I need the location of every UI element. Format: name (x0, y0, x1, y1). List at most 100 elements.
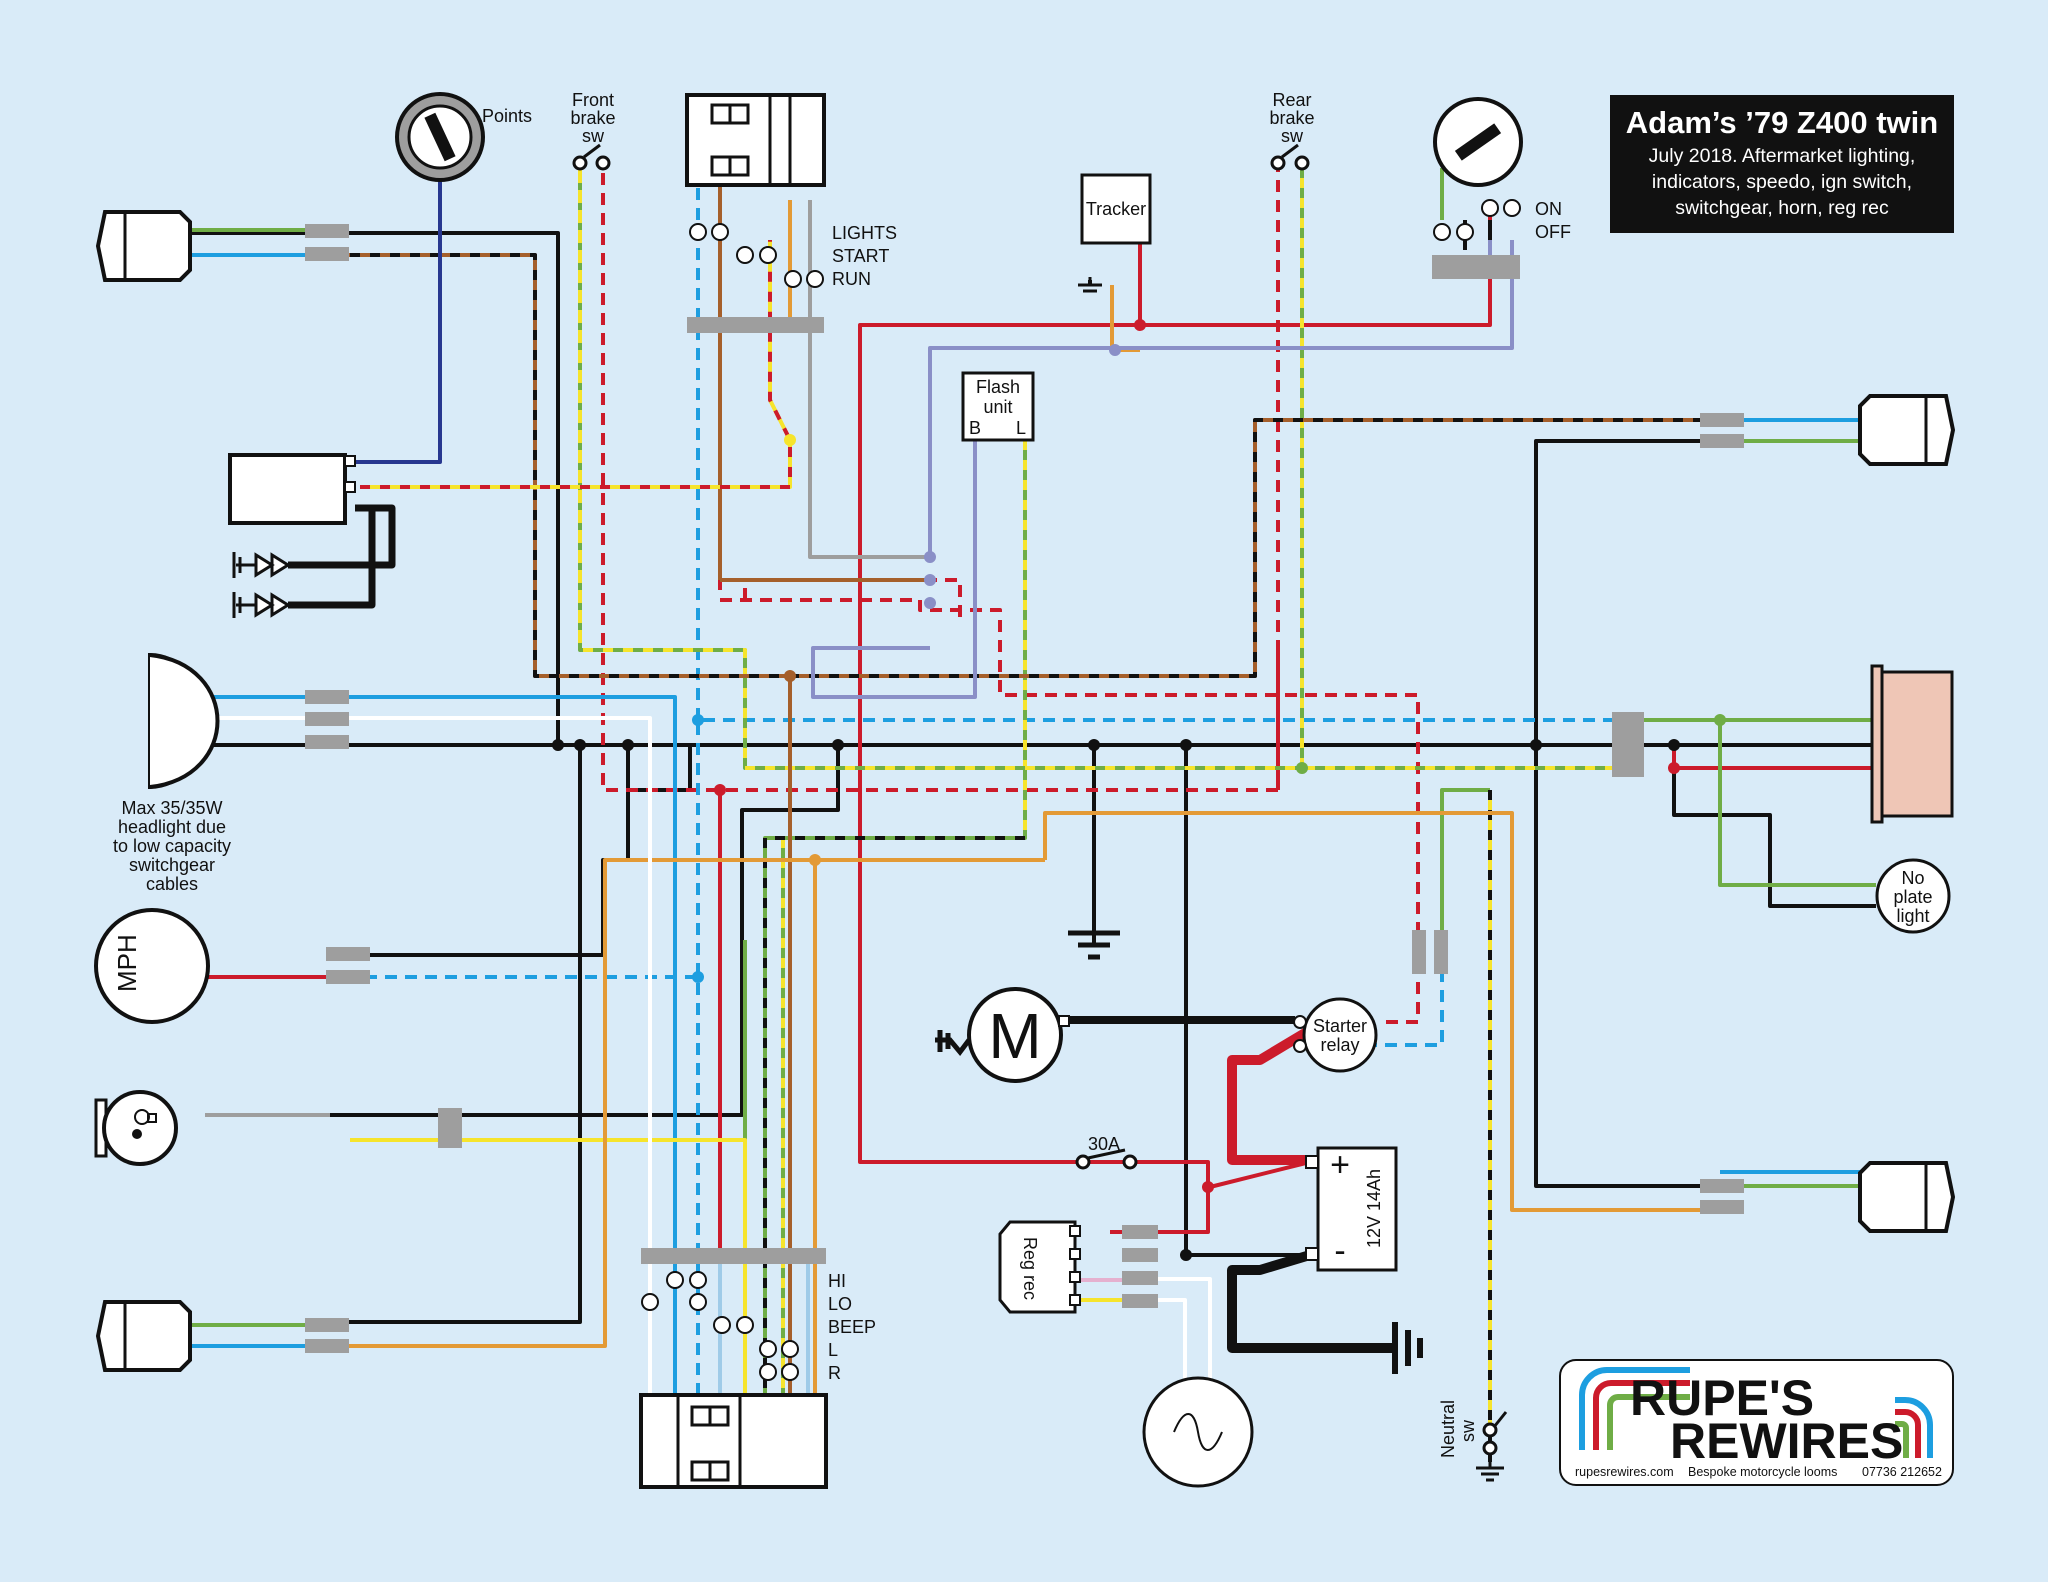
speedometer-label: MPH (112, 934, 142, 992)
neutral-label-sw: sw (1458, 1419, 1478, 1442)
title-line-2: indicators, speedo, ign switch, (1652, 171, 1912, 193)
hi-position: HI (828, 1271, 846, 1291)
headlight-note-line2: headlight due (118, 817, 226, 837)
connector (1122, 1225, 1158, 1239)
headlight-note-line3: to low capacity (113, 836, 231, 856)
rear-brake-switch (1270, 143, 1310, 171)
connector (1700, 413, 1744, 427)
front-brake-label-3: sw (582, 126, 605, 146)
starter-relay-label-1: Starter (1313, 1016, 1367, 1036)
connector (1612, 712, 1644, 777)
junction-dot (1202, 1181, 1214, 1193)
junction-dot (784, 670, 796, 682)
front-brake-label-1: Front (572, 90, 614, 110)
junction-dot (552, 739, 564, 751)
connector (1700, 434, 1744, 448)
main-fuse (1075, 1148, 1138, 1170)
junction-dot (692, 971, 704, 983)
neutral-switch (1482, 1411, 1508, 1456)
battery-minus: - (1334, 1232, 1345, 1270)
ground-icon (1476, 1454, 1504, 1482)
headlight-note-line5: cables (146, 874, 198, 894)
regulator-rectifier (998, 1220, 1081, 1314)
left-switchgear-clamp (641, 1248, 826, 1264)
rear-brake-label-3: sw (1281, 126, 1304, 146)
logo-phone: 07736 212652 (1862, 1465, 1942, 1479)
junction-dot (1134, 319, 1146, 331)
left-indicator-position: L (828, 1340, 838, 1360)
left-switchgear (639, 1393, 828, 1489)
connector (1434, 930, 1448, 974)
fuse-label: 30A (1088, 1134, 1120, 1154)
headlight-note-line1: Max 35/35W (121, 798, 222, 818)
connector (1700, 1179, 1744, 1193)
junction-dot (784, 434, 796, 446)
battery-plus: + (1330, 1146, 1350, 1184)
ignition-coil (228, 453, 356, 525)
logo-line2: REWIRES (1670, 1413, 1903, 1469)
junction-dot (1296, 762, 1308, 774)
junction-dot (714, 784, 726, 796)
rear-brake-label-2: brake (1269, 108, 1314, 128)
title-line-1: July 2018. Aftermarket lighting, (1649, 145, 1916, 167)
motor-label: M (988, 1000, 1041, 1072)
indicator-rear-left (95, 1300, 192, 1372)
connector (1700, 1200, 1744, 1214)
title-main: Adam’s ’79 Z400 twin (1626, 105, 1938, 140)
flash-unit-terminal-l: L (1016, 418, 1026, 438)
battery-icon (1305, 1146, 1398, 1272)
junction-dot (1088, 739, 1100, 751)
headlight (148, 652, 220, 790)
ground-icon (1068, 930, 1120, 960)
plate-light-label-2: plate (1893, 887, 1932, 907)
switch-icon (689, 223, 824, 288)
spark-plug-icon (232, 592, 291, 618)
junction-dot (924, 574, 936, 586)
connector (438, 1108, 462, 1148)
plate-light-label-3: light (1896, 906, 1929, 926)
connector (326, 970, 370, 984)
plate-light-label-1: No (1901, 868, 1924, 888)
ground-icon (1078, 277, 1102, 293)
rear-brake-label-1: Rear (1272, 90, 1311, 110)
flash-unit-label-2: unit (983, 397, 1012, 417)
horn-icon (94, 1090, 178, 1166)
connector (305, 690, 349, 704)
junction-dot (1180, 739, 1192, 751)
lights-position: LIGHTS (832, 223, 897, 243)
battery-label: 12V 14Ah (1364, 1169, 1384, 1248)
junction-dot (832, 739, 844, 751)
indicator-front-left (95, 210, 192, 282)
title-line-3: switchgear, horn, reg rec (1675, 197, 1889, 219)
start-position: START (832, 246, 889, 266)
motor-icon (935, 987, 1070, 1083)
right-indicator-position: R (828, 1363, 841, 1383)
connector (305, 712, 349, 726)
rupes-rewires-logo (1559, 1359, 1954, 1486)
connector (305, 224, 349, 238)
connector (305, 1318, 349, 1332)
right-switchgear (685, 93, 826, 187)
front-brake-label-2: brake (570, 108, 615, 128)
tail-light (1870, 664, 1954, 824)
ignition-connector (1432, 255, 1520, 279)
starter-relay-label-2: relay (1320, 1035, 1359, 1055)
connector (1122, 1271, 1158, 1285)
spark-plug-icon (232, 552, 291, 578)
flash-unit-terminal-b: B (969, 418, 981, 438)
flash-unit-label-1: Flash (976, 377, 1020, 397)
indicator-front-right (1858, 394, 1956, 466)
junction-dot (574, 739, 586, 751)
connector (326, 947, 370, 961)
alternator-icon (1142, 1376, 1254, 1488)
junction-dot (809, 854, 821, 866)
neutral-label: Neutral (1438, 1400, 1458, 1458)
connector (1412, 930, 1426, 974)
beep-position: BEEP (828, 1317, 876, 1337)
flash-unit (961, 371, 1035, 442)
connector (1122, 1294, 1158, 1308)
points-icon (395, 92, 485, 182)
junction-dot (1668, 762, 1680, 774)
headlight-note-line4: switchgear (129, 855, 215, 875)
